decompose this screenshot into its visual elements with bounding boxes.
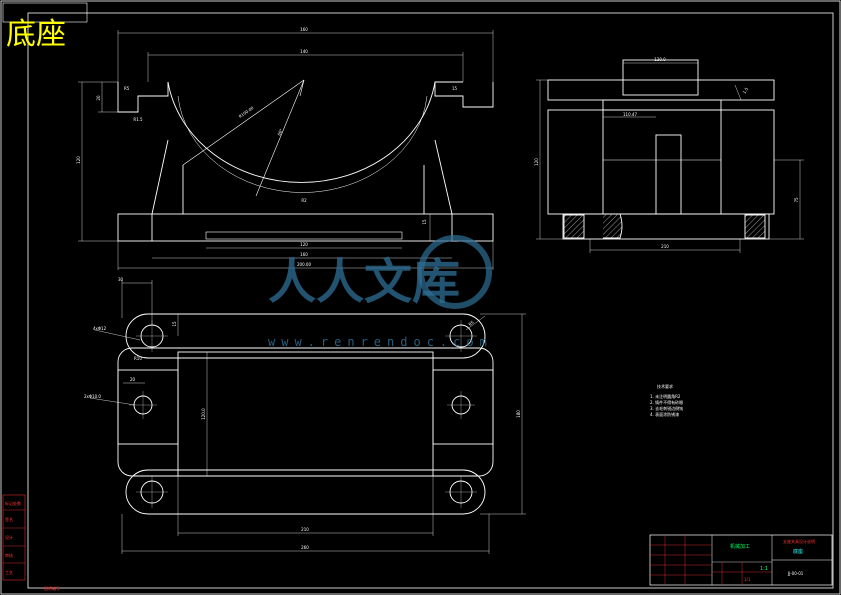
plan-bottom-lug xyxy=(125,469,486,515)
front-right-ledge xyxy=(434,81,494,108)
dim-front-left-small: R1.5 xyxy=(133,117,143,122)
dim-front-arc-angle: 60° xyxy=(276,128,283,137)
front-dimensions xyxy=(78,30,494,270)
dim-front-inner-width: 140 xyxy=(300,49,308,54)
notes-heading: 技术要求 xyxy=(657,383,673,389)
notes-item: 4. 表面涂防锈漆 xyxy=(650,411,679,417)
front-left-ledge xyxy=(117,82,169,113)
watermark-url: www.renrendoc.com xyxy=(268,335,493,349)
notes-item: 2. 铸件不得有砂眼 xyxy=(650,399,683,405)
dim-side-height-right: 75 xyxy=(794,197,799,203)
dim-front-bottom: R2 xyxy=(301,198,307,203)
dim-front-base-inner: 120 xyxy=(300,242,308,247)
left-strip-item: 工艺 xyxy=(5,570,13,575)
plan-dimensions xyxy=(89,280,526,554)
front-view xyxy=(117,79,494,242)
left-strip-item: 签名 xyxy=(5,516,13,522)
side-top-plate xyxy=(547,79,775,101)
dim-plan-inner-height: 120.0 xyxy=(201,408,206,420)
front-arc-inner xyxy=(177,95,428,193)
side-hatch-mid xyxy=(603,213,623,239)
dim-front-base-outer: 160 xyxy=(300,252,308,257)
front-base xyxy=(117,213,494,242)
title-block: 机械加工 支座夹具设计说明 底座 JJ-00-01 1:1 1/1 xyxy=(649,534,833,586)
dim-side-height-left: 120 xyxy=(534,158,539,166)
dim-plan-corner: R5 xyxy=(467,319,475,327)
plan-top-lug xyxy=(125,313,486,359)
side-top-web xyxy=(602,99,722,111)
note-plan-hole-top: 4xΦ12 xyxy=(93,326,107,331)
watermark-logo-icon xyxy=(418,235,492,309)
title-block-drawing-no: JJ-00-01 xyxy=(787,571,804,576)
side-base xyxy=(562,213,770,240)
side-body xyxy=(547,109,775,215)
dim-plan-width-inner: 210 xyxy=(301,527,309,532)
dim-front-arc-radius: R100.00 xyxy=(238,105,255,119)
title-block-company: 机械加工 xyxy=(730,543,750,550)
side-hatch-left xyxy=(563,214,585,239)
title-stamp-box xyxy=(2,2,88,23)
front-slot xyxy=(205,231,403,240)
front-right-leg xyxy=(434,139,453,215)
left-strip-item: 审核 xyxy=(5,552,13,558)
title-block-drawing-name: 底座 xyxy=(793,548,803,555)
watermark: 人人文库 www.renrendoc.com xyxy=(268,235,493,349)
side-hatch-right xyxy=(744,214,766,239)
dim-plan-width-outer: 260 xyxy=(301,545,309,550)
bottom-left-label: 图纸编号 xyxy=(44,585,60,591)
drawing-title: 底座 xyxy=(6,17,66,52)
dim-side-mid-width: 110.47 xyxy=(623,112,637,117)
dim-plan-side-gap: 15 xyxy=(172,321,177,327)
dim-front-left-height: 120 xyxy=(76,156,81,164)
plan-body xyxy=(117,347,494,477)
note-plan-hole-mid: 2xΦ10.0 xyxy=(84,394,101,399)
dim-plan-offset: 30 xyxy=(118,277,124,282)
dim-side-top-width: 120.0 xyxy=(654,57,666,62)
left-strip-item: 设计 xyxy=(5,534,13,540)
dim-plan-radius: R10 xyxy=(134,356,142,361)
notes-item: 1. 未注明圆角R2 xyxy=(650,393,681,399)
dim-front-base-height: 15 xyxy=(422,219,427,225)
title-block-design-name: 支座夹具设计说明 xyxy=(783,538,815,544)
dim-front-right-small: 15 xyxy=(452,86,458,91)
dim-plan-outer-height: 180 xyxy=(516,410,521,418)
dim-front-top-width: 160 xyxy=(300,27,308,32)
dim-front-base-total: 200.00 xyxy=(297,262,311,267)
title-block-scale: 1:1 xyxy=(760,566,768,572)
left-strip: 标记处数 签名 设计 审核 工艺 xyxy=(2,494,26,581)
technical-notes: 技术要求 1. 未注明圆角R2 2. 铸件不得有砂眼 3. 去毛刺锐边倒钝 4.… xyxy=(650,383,683,417)
watermark-brand: 人人文库 xyxy=(268,254,460,310)
inner-border xyxy=(27,12,834,589)
plan-inner xyxy=(177,351,434,477)
dim-plan-small: 20 xyxy=(130,377,136,382)
plan-right-pad xyxy=(432,369,494,445)
plan-centerlines xyxy=(129,320,477,508)
dim-side-right: 1.5 xyxy=(742,86,750,94)
plan-left-pad xyxy=(117,369,179,445)
dim-front-step-height: 20 xyxy=(96,95,101,101)
side-rib xyxy=(655,134,682,215)
dim-front-corner: R5 xyxy=(124,86,130,91)
front-left-leg xyxy=(151,139,169,215)
side-top-boss xyxy=(622,59,699,96)
notes-item: 3. 去毛刺锐边倒钝 xyxy=(650,405,683,411)
side-dimensions xyxy=(536,62,804,253)
left-strip-item: 标记处数 xyxy=(5,500,21,506)
dim-side-bottom-width: 210 xyxy=(661,244,669,249)
front-arc xyxy=(167,81,436,183)
side-view xyxy=(547,59,775,240)
title-block-sheet: 1/1 xyxy=(744,577,751,582)
